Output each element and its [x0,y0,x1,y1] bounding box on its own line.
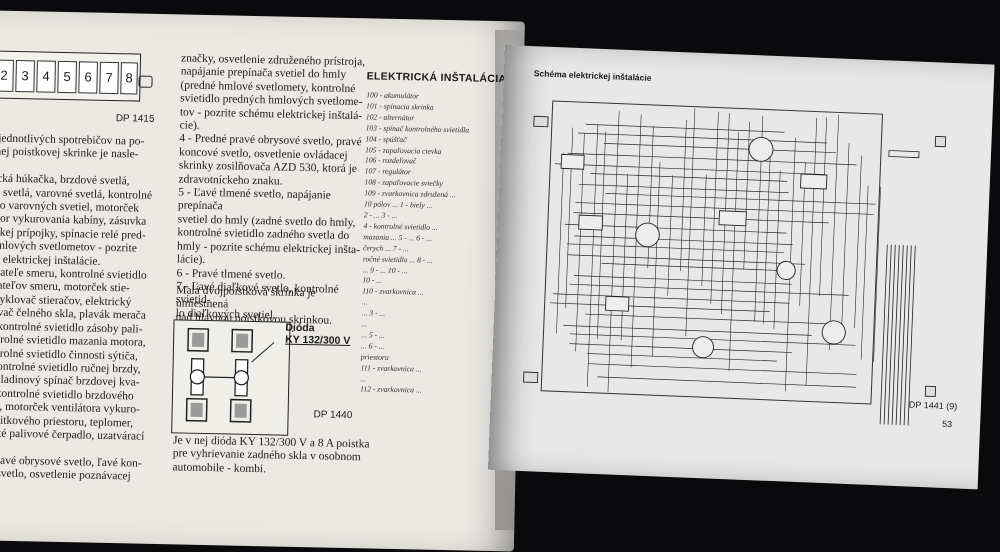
fuse-box-tab [138,75,153,88]
wiring-diagram [523,100,947,426]
wire [873,186,881,363]
fusebox-caption: DP 1415 [115,113,155,125]
wire [773,170,781,329]
wire [588,363,857,375]
text-line: 5 - Ľavé tlmené svetlo, napájanie prepín… [177,186,331,213]
wire-bundle [895,245,904,426]
fuse-7: 7 [99,61,119,95]
diode-box-drawing [185,327,275,423]
text-line: Malá dvojpoistková skrinka je umiestnená [175,284,316,311]
connector-block [888,150,920,159]
wire-bundle [891,244,900,425]
wire [575,133,585,352]
wire [728,132,739,372]
lamp-symbol [924,385,937,398]
diode-fuse-box-diagram [171,319,291,436]
wire [651,161,661,356]
section-heading: ELEKTRICKÁ INŠTALÁCIA [366,70,507,86]
wire [569,343,792,353]
fuse-box-diagram: 1 2 3 4 5 6 7 8 [0,49,142,102]
wire [587,353,778,362]
fuse-5: 5 [57,60,77,94]
legend-line: 111 - zvarkovnica ... [360,362,422,374]
left-page: 1 2 3 4 5 6 7 8 DP 1415 ojenie jednotliv… [0,10,525,552]
diagram-caption: DP 1441 (9) [908,399,958,412]
wire [590,173,788,182]
wire [569,283,849,296]
component-symbol [718,210,747,227]
wire [601,263,793,272]
wire [854,155,862,329]
diode-model: KY 132/300 V [285,333,351,348]
diode-description: Je v nej dióda KY 132/300 V a 8 A poistk… [172,434,373,478]
wire [586,124,599,387]
wire [743,122,750,269]
wire [563,325,812,336]
diode-label-group: Dióda KY 132/300 V [285,322,351,347]
diode-caption: DP 1440 [313,409,353,422]
wire [554,163,825,175]
wire [828,114,839,351]
component-symbol [821,320,846,345]
component-symbol [692,336,714,359]
wire [597,376,857,388]
wire [556,152,565,334]
wire [860,185,869,360]
fuse-8: 8 [120,62,138,95]
wire-bundle [879,244,888,425]
fuse-4: 4 [36,60,56,93]
wire [574,235,793,246]
wire [685,108,696,337]
wire [710,111,719,304]
left-column-text: ojenie jednotlivých spotrebičov na po-v … [0,132,167,485]
wire [567,152,857,166]
wire [840,143,850,343]
wire-bundle [887,244,896,425]
wire [575,202,874,215]
wire [574,275,792,285]
component-symbol [748,136,774,162]
wire [567,254,805,265]
wire [573,212,829,224]
wire-bundle [903,245,912,426]
wire-bundle [883,244,892,425]
wire [630,114,642,368]
lamp-symbol [533,115,549,128]
wire [680,119,687,272]
wire [701,174,707,287]
wire [763,147,771,324]
component-symbol [560,153,585,170]
wire [597,131,606,340]
wire [585,123,785,133]
wire [603,143,836,154]
page-number: 53 [941,418,953,430]
wire [607,110,620,393]
wire [566,243,784,253]
wire [620,173,629,341]
component-symbol [604,295,630,312]
book-spread: 1 2 3 4 5 6 7 8 DP 1415 ojenie jednotliv… [0,10,995,552]
legend-line: 112 - zvarkovnica ... [360,384,422,396]
component-symbol [800,173,828,190]
wire [578,132,828,144]
fuse-3: 3 [15,59,35,93]
wire [550,302,770,312]
right-page: Schéma elektrickej inštalácie DP 1441 (9… [487,45,995,490]
wire-bundle [907,245,916,426]
lamp-symbol [934,135,947,148]
wire [553,293,790,304]
fuse-2: 2 [0,59,14,92]
component-symbol [776,260,796,280]
wire [585,313,836,325]
wire [805,117,818,386]
component-symbol [578,214,604,231]
diagram-frame [540,100,884,405]
lamp-symbol [523,371,539,384]
wire [819,117,827,297]
wire [667,175,673,296]
wire-bundle [899,245,908,426]
component-symbol [635,222,660,248]
fuse-6: 6 [78,61,98,94]
